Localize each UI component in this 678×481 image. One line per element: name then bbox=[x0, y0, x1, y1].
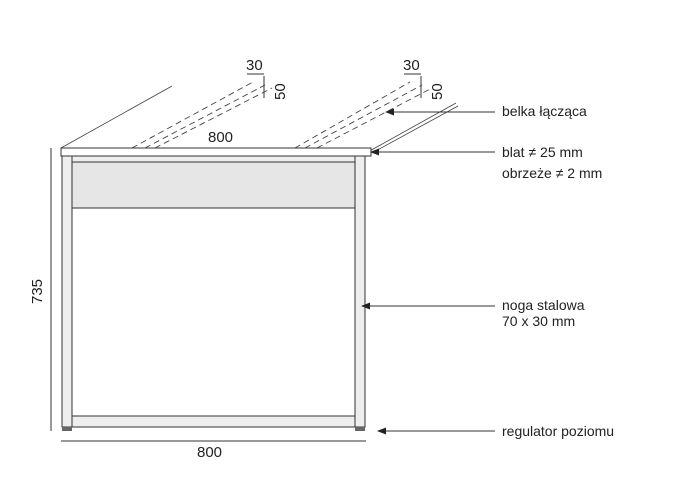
top-width-dim: 800 bbox=[208, 129, 233, 146]
label-leg-line1: noga stalowa bbox=[502, 297, 585, 313]
bottom-width-dim: 800 bbox=[197, 444, 222, 461]
leg-left bbox=[61, 155, 73, 428]
steel-frame bbox=[61, 155, 366, 428]
label-beam: belka łącząca bbox=[502, 103, 587, 119]
label-edge-thickness: obrzeże ≠ 2 mm bbox=[502, 165, 602, 181]
beam-left-dimension: 30 50 bbox=[246, 57, 289, 100]
frame-top-rail bbox=[71, 155, 356, 163]
label-leveler: regulator poziomu bbox=[502, 423, 614, 439]
leveler-left bbox=[62, 427, 72, 431]
modesty-panel bbox=[71, 161, 356, 209]
beam-left-side-dim: 50 bbox=[272, 83, 289, 100]
height-dimension: 735 bbox=[29, 148, 52, 431]
leg-right bbox=[354, 155, 366, 428]
leveler-right bbox=[355, 427, 365, 431]
beam-right-top-dim: 30 bbox=[403, 57, 420, 74]
beam-right-dimension: 30 50 bbox=[403, 57, 446, 100]
label-top-thickness: blat ≠ 25 mm bbox=[502, 144, 583, 160]
beam-left-top-dim: 30 bbox=[246, 57, 263, 74]
label-leg-line2: 70 x 30 mm bbox=[502, 313, 575, 329]
height-dim: 735 bbox=[29, 279, 46, 304]
connecting-beam-left bbox=[131, 81, 273, 149]
desk-top-perspective bbox=[60, 85, 459, 154]
tabletop bbox=[60, 147, 372, 157]
beam-right-side-dim: 50 bbox=[429, 83, 446, 100]
frame-bottom-rail bbox=[71, 415, 356, 428]
bottom-width-dimension: 800 bbox=[61, 440, 366, 461]
connecting-beam-right bbox=[294, 81, 433, 149]
